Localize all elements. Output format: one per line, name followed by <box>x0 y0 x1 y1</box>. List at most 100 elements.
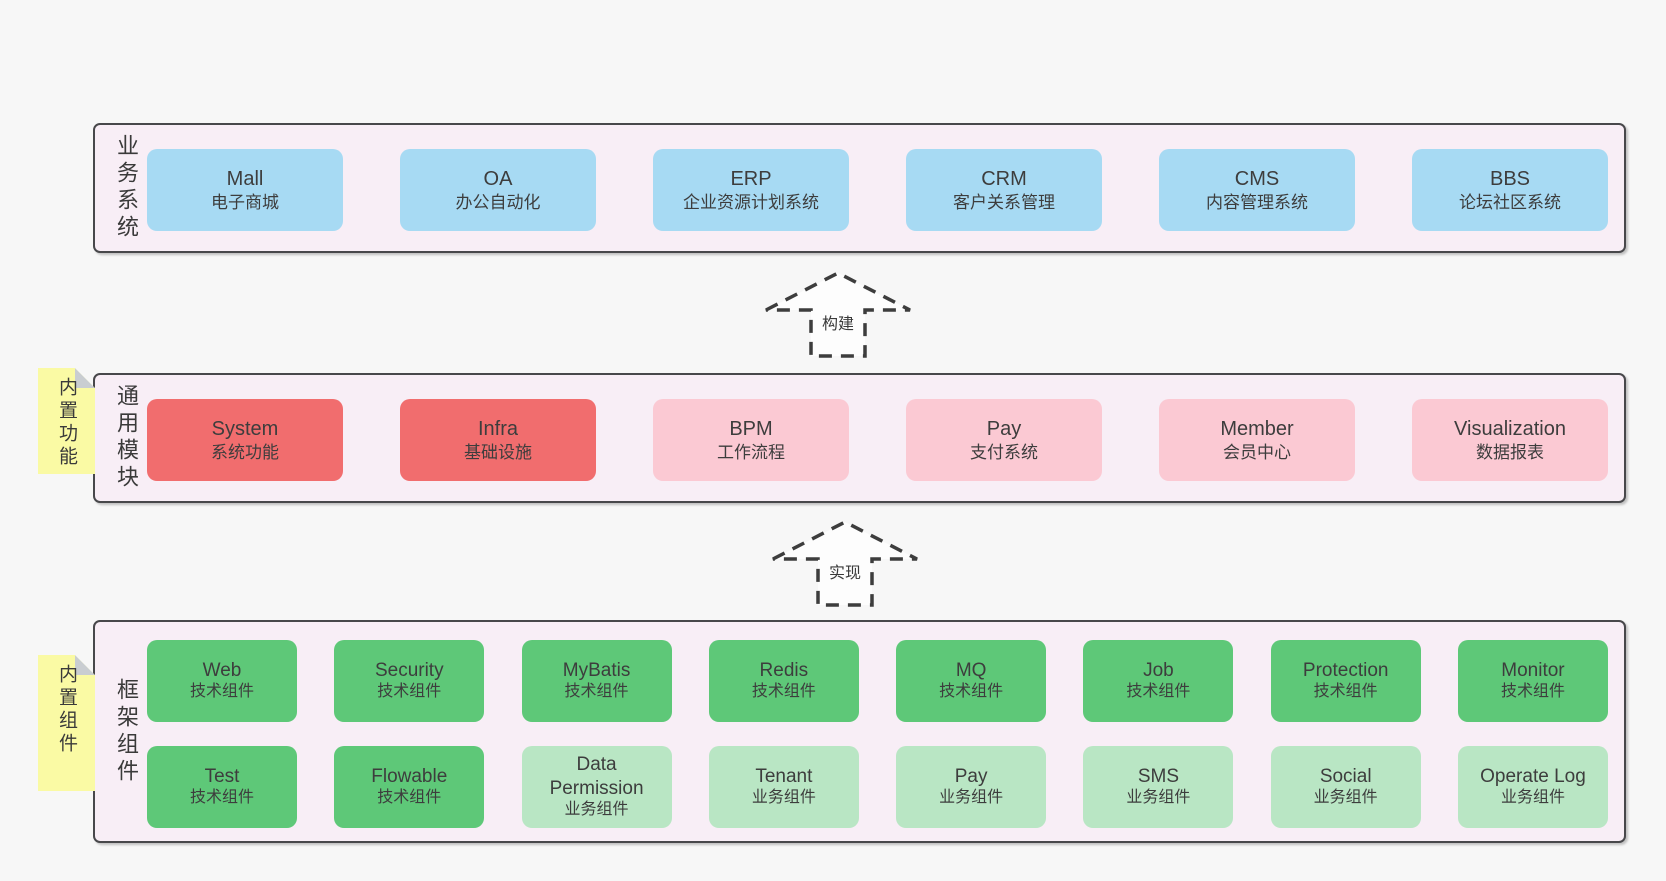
band-business-systems: 业务系统 Mall 电子商城 OA 办公自动化 ERP 企业资源计划系统 CRM… <box>93 123 1626 253</box>
box-security-desc: 技术组件 <box>377 683 442 701</box>
box-operate-log-desc: 业务组件 <box>1500 789 1565 807</box>
box-crm-name: CRM <box>981 167 1027 190</box>
box-sms-desc: 业务组件 <box>1126 789 1191 807</box>
box-pay-module: Pay 支付系统 <box>906 399 1102 481</box>
box-oa-name: OA <box>483 167 513 190</box>
box-bpm: BPM 工作流程 <box>653 399 849 481</box>
box-web-name: Web <box>202 659 242 681</box>
box-job-desc: 技术组件 <box>1126 683 1191 701</box>
box-infra: Infra 基础设施 <box>400 399 596 481</box>
implement-arrow-label: 实现 <box>826 559 864 583</box>
box-flowable-name: Flowable <box>371 765 448 787</box>
box-crm: CRM 客户关系管理 <box>906 149 1102 231</box>
box-mall-name: Mall <box>226 167 264 190</box>
box-monitor: Monitor 技术组件 <box>1457 640 1608 722</box>
box-infra-name: Infra <box>477 417 519 440</box>
box-member-name: Member <box>1220 417 1294 440</box>
box-mall-desc: 电子商城 <box>211 192 279 212</box>
box-system-desc: 系统功能 <box>211 442 279 462</box>
box-redis: Redis 技术组件 <box>708 640 859 722</box>
box-mybatis-name: MyBatis <box>562 659 631 681</box>
box-mybatis: MyBatis 技术组件 <box>521 640 672 722</box>
box-job-name: Job <box>1143 659 1174 681</box>
box-mall: Mall 电子商城 <box>147 149 343 231</box>
business-box-row: Mall 电子商城 OA 办公自动化 ERP 企业资源计划系统 CRM 客户关系… <box>147 149 1608 231</box>
box-protection: Protection 技术组件 <box>1270 640 1421 722</box>
box-pay-module-name: Pay <box>986 417 1022 440</box>
box-sms: SMS 业务组件 <box>1083 746 1234 828</box>
box-erp-name: ERP <box>730 167 772 190</box>
box-cms-name: CMS <box>1234 167 1280 190</box>
box-pay-component: Pay 业务组件 <box>896 746 1047 828</box>
components-box-grid: Web 技术组件 Security 技术组件 MyBatis 技术组件 Redi… <box>147 640 1608 828</box>
modules-box-row: System 系统功能 Infra 基础设施 BPM 工作流程 Pay 支付系统… <box>147 399 1608 481</box>
box-data-permission: Data Permission 业务组件 <box>521 746 672 828</box>
sticky-built-in-features-label: 内置功能 <box>56 377 77 469</box>
box-test: Test 技术组件 <box>147 746 297 828</box>
box-crm-desc: 客户关系管理 <box>953 192 1055 212</box>
box-flowable: Flowable 技术组件 <box>334 746 485 828</box>
box-monitor-desc: 技术组件 <box>1500 683 1565 701</box>
build-arrow-label: 构建 <box>819 310 857 334</box>
band-framework-components: 框架组件 Web 技术组件 Security 技术组件 MyBatis 技术组件… <box>93 620 1626 843</box>
band-business-label: 业务系统 <box>114 134 139 242</box>
box-test-name: Test <box>204 765 240 787</box>
box-erp: ERP 企业资源计划系统 <box>653 149 849 231</box>
box-mq-desc: 技术组件 <box>939 683 1004 701</box>
box-member-desc: 会员中心 <box>1223 442 1291 462</box>
box-tenant: Tenant 业务组件 <box>708 746 859 828</box>
sticky-built-in-components: 内置组件 <box>38 655 95 791</box>
box-infra-desc: 基础设施 <box>464 442 532 462</box>
box-redis-desc: 技术组件 <box>751 683 816 701</box>
box-data-permission-desc: 业务组件 <box>564 801 629 819</box>
box-mybatis-desc: 技术组件 <box>564 683 629 701</box>
box-sms-name: SMS <box>1137 765 1179 787</box>
implement-arrow-icon: 实现 <box>770 517 920 609</box>
box-social-name: Social <box>1319 765 1372 787</box>
box-visualization-name: Visualization <box>1454 417 1566 440</box>
box-pay-component-desc: 业务组件 <box>939 789 1004 807</box>
box-protection-name: Protection <box>1302 659 1389 681</box>
box-test-desc: 技术组件 <box>189 789 254 807</box>
box-protection-desc: 技术组件 <box>1313 683 1378 701</box>
band-modules-label: 通用模块 <box>114 384 139 492</box>
sticky-built-in-components-label: 内置组件 <box>56 664 77 756</box>
box-web: Web 技术组件 <box>147 640 297 722</box>
box-bbs-desc: 论坛社区系统 <box>1459 192 1561 212</box>
box-mq: MQ 技术组件 <box>896 640 1047 722</box>
box-bpm-name: BPM <box>729 417 773 440</box>
box-cms-desc: 内容管理系统 <box>1206 192 1308 212</box>
build-arrow-icon: 构建 <box>763 268 913 360</box>
band-components-label: 框架组件 <box>114 677 139 786</box>
box-bbs-name: BBS <box>1489 167 1531 190</box>
box-mq-name: MQ <box>955 659 987 681</box>
box-pay-module-desc: 支付系统 <box>970 442 1038 462</box>
box-oa: OA 办公自动化 <box>400 149 596 231</box>
band-common-modules: 通用模块 System 系统功能 Infra 基础设施 BPM 工作流程 Pay… <box>93 373 1626 503</box>
box-job: Job 技术组件 <box>1083 640 1234 722</box>
box-social: Social 业务组件 <box>1270 746 1421 828</box>
box-visualization-desc: 数据报表 <box>1476 442 1544 462</box>
box-oa-desc: 办公自动化 <box>455 192 541 212</box>
box-flowable-desc: 技术组件 <box>377 789 442 807</box>
box-monitor-name: Monitor <box>1501 659 1565 681</box>
box-system-name: System <box>211 417 279 440</box>
box-tenant-desc: 业务组件 <box>751 789 816 807</box>
box-operate-log: Operate Log 业务组件 <box>1457 746 1608 828</box>
box-tenant-name: Tenant <box>755 765 813 787</box>
box-member: Member 会员中心 <box>1159 399 1355 481</box>
box-pay-component-name: Pay <box>954 765 988 787</box>
box-web-desc: 技术组件 <box>189 683 254 701</box>
box-cms: CMS 内容管理系统 <box>1159 149 1355 231</box>
box-bpm-desc: 工作流程 <box>717 442 785 462</box>
box-security: Security 技术组件 <box>334 640 485 722</box>
box-bbs: BBS 论坛社区系统 <box>1412 149 1608 231</box>
box-security-name: Security <box>374 659 444 681</box>
box-erp-desc: 企业资源计划系统 <box>683 192 819 212</box>
box-redis-name: Redis <box>759 659 809 681</box>
box-system: System 系统功能 <box>147 399 343 481</box>
box-data-permission-name: Data Permission <box>549 753 644 799</box>
box-operate-log-name: Operate Log <box>1480 765 1586 787</box>
sticky-built-in-features: 内置功能 <box>38 368 95 474</box>
